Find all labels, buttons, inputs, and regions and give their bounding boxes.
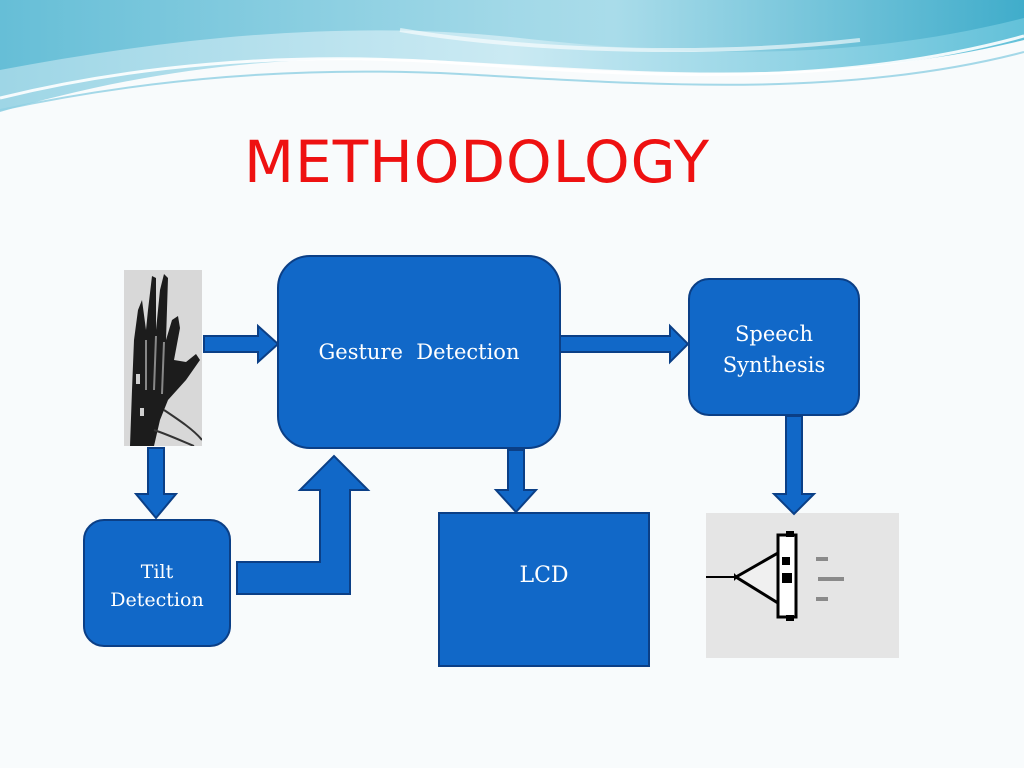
- speech-synthesis-box: [688, 278, 860, 416]
- lcd-box: [438, 512, 650, 667]
- tilt-detection-label-line1: Tilt: [141, 561, 174, 583]
- tilt-detection-label-line2: Detection: [110, 589, 203, 611]
- arrow-speech-to-speaker: [771, 415, 817, 516]
- gesture-detection-label: Gesture Detection: [319, 340, 520, 364]
- arrow-glove-to-tilt: [133, 447, 179, 520]
- arrow-tilt-to-gesture: [236, 454, 371, 595]
- speech-synthesis-label-line1: Speech: [735, 322, 813, 346]
- arrow-glove-to-gesture: [203, 323, 280, 365]
- hand-glove-photo: [124, 270, 202, 446]
- tilt-detection-box: [83, 519, 231, 647]
- arrow-gesture-to-speech: [559, 323, 690, 365]
- speech-synthesis-label-line2: Synthesis: [723, 353, 825, 377]
- wave-header-decoration: [0, 0, 1024, 112]
- speaker-icon: [706, 513, 899, 658]
- arrow-gesture-to-lcd: [493, 449, 539, 514]
- gesture-detection-box: [277, 255, 561, 449]
- lcd-label: LCD: [519, 563, 568, 588]
- slide-title: METHODOLOGY: [244, 128, 711, 196]
